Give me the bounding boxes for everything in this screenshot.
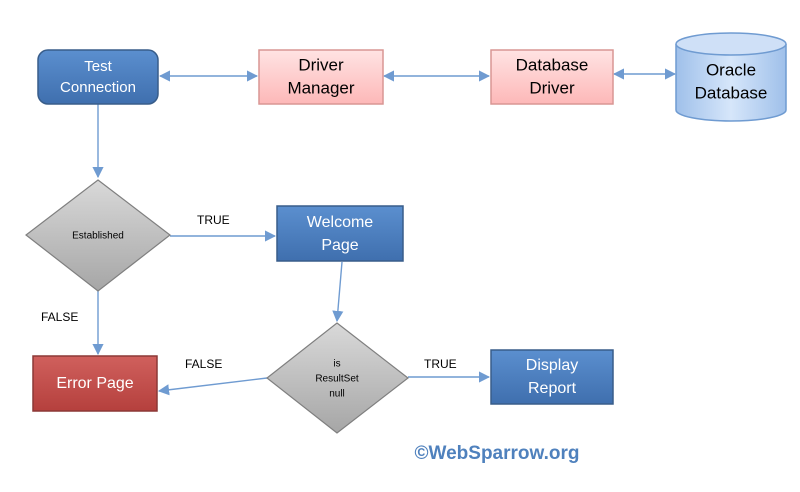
- arrow-resultset-error: [157, 377, 268, 396]
- arrow-welcome-resultset: [332, 261, 344, 323]
- display-report-box: Display Report: [490, 349, 614, 405]
- established-true-label: TRUE: [197, 213, 230, 227]
- oracle-database-line1: Oracle: [706, 60, 756, 79]
- welcome-page-box: Welcome Page: [276, 205, 404, 262]
- resultset-true-label: TRUE: [424, 357, 457, 371]
- resultset-line2: ResultSet: [315, 374, 359, 385]
- welcome-page-line2: Page: [321, 237, 358, 254]
- test-connection-line1: Test: [84, 58, 112, 75]
- error-page-box: Error Page: [32, 355, 158, 412]
- established-label: Established: [72, 231, 124, 242]
- resultset-false-label: FALSE: [185, 357, 222, 371]
- watermark-text: ©WebSparrow.org: [415, 443, 580, 464]
- database-driver-line1: Database: [516, 55, 589, 74]
- welcome-page-line1: Welcome: [307, 214, 373, 231]
- resultset-line1: is: [333, 359, 340, 370]
- test-connection-box: Test Connection: [37, 49, 159, 105]
- connectors: [92, 68, 677, 396]
- display-report-line1: Display: [526, 357, 578, 374]
- database-driver-box: Database Driver: [490, 49, 614, 105]
- test-connection-line2: Connection: [60, 79, 136, 96]
- resultset-null-decision: is ResultSet null: [266, 322, 409, 434]
- established-false-label: FALSE: [41, 310, 78, 324]
- resultset-line3: null: [329, 389, 345, 400]
- database-driver-line2: Driver: [529, 78, 575, 97]
- driver-manager-box: Driver Manager: [258, 49, 384, 105]
- oracle-database-line2: Database: [695, 83, 768, 102]
- established-decision: Established: [25, 179, 171, 292]
- error-page-label: Error Page: [56, 375, 133, 392]
- driver-manager-line2: Manager: [287, 78, 354, 97]
- display-report-line2: Report: [528, 380, 577, 397]
- oracle-database-cylinder: Oracle Database: [675, 32, 787, 122]
- driver-manager-line1: Driver: [298, 55, 344, 74]
